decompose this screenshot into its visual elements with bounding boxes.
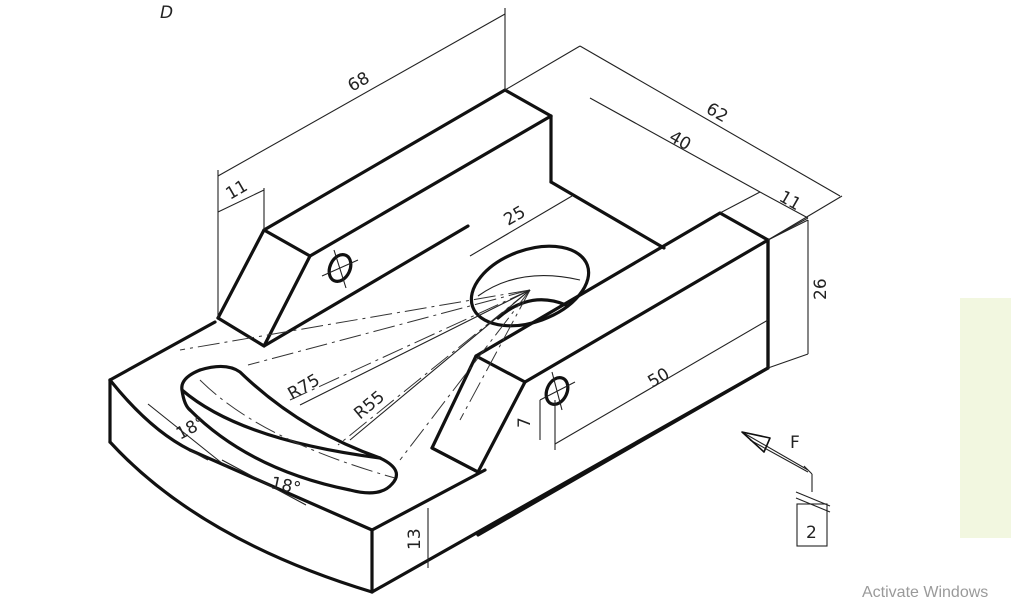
dim-angle-a: 18°	[173, 413, 209, 445]
side-panel	[960, 298, 1011, 538]
wall-holes	[321, 249, 576, 411]
dim-wall-length: 50	[645, 364, 674, 392]
dim-wall-right: 11	[776, 187, 805, 215]
right-wall	[430, 211, 770, 537]
left-wall	[216, 88, 666, 348]
dim-overall-width: 62	[703, 99, 732, 127]
dim-wall-left: 11	[223, 176, 252, 204]
dim-overall-length: 68	[345, 68, 374, 96]
dim-radius-inner: R55	[350, 387, 388, 424]
dim-slot-span: 40	[666, 127, 695, 155]
dimension-lines	[217, 8, 843, 568]
center-lines	[147, 289, 531, 506]
dim-base-thickness: 13	[405, 528, 425, 550]
dim-height: 26	[811, 278, 831, 300]
center-hole	[469, 244, 591, 328]
activation-watermark: Activate Windows	[862, 584, 989, 601]
dim-hole-offset: 7	[515, 417, 535, 428]
view-arrow-label: F	[790, 433, 800, 453]
dim-hole-diameter: 25	[501, 202, 530, 230]
drawing-letter: D	[160, 3, 173, 23]
arc-slot	[180, 364, 399, 495]
view-arrow-marker	[741, 431, 831, 547]
base-plate	[108, 238, 770, 594]
view-tag-number: 2	[806, 523, 817, 543]
dim-radius-outer: R75	[285, 370, 324, 404]
